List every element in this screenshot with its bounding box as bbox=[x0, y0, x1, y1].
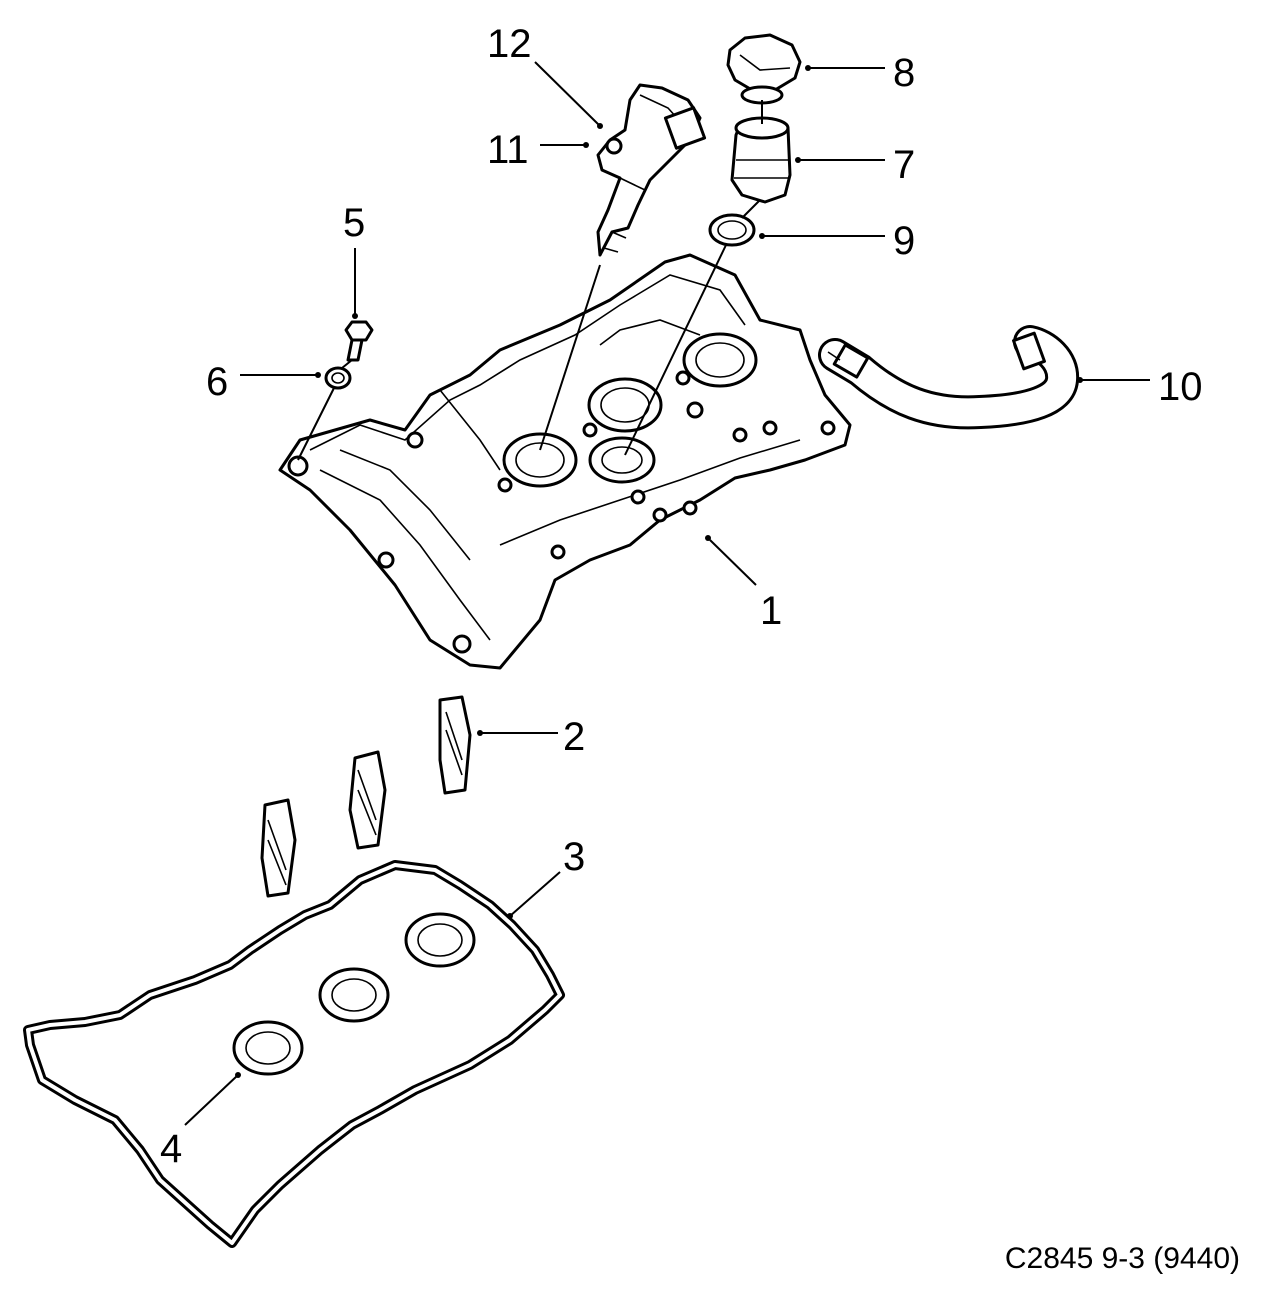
callout-12: 12 bbox=[487, 22, 532, 66]
callout-8: 8 bbox=[893, 51, 915, 95]
grommet bbox=[324, 366, 352, 390]
plug-well-seal-1 bbox=[232, 1020, 304, 1076]
callout-5: 5 bbox=[343, 201, 365, 245]
oil-filler-neck bbox=[730, 116, 792, 204]
callout-4: 4 bbox=[160, 1127, 182, 1171]
seal-strip-3 bbox=[260, 798, 297, 898]
bolt bbox=[344, 320, 374, 362]
seal-strip-2 bbox=[348, 750, 387, 850]
oil-filler-cap bbox=[726, 33, 802, 105]
alignment-lines bbox=[297, 100, 763, 461]
callout-3: 3 bbox=[563, 835, 585, 879]
callout-7: 7 bbox=[893, 143, 915, 187]
callout-2: 2 bbox=[563, 715, 585, 759]
breather-hose bbox=[818, 325, 1079, 430]
callout-11: 11 bbox=[487, 128, 529, 172]
callout-6: 6 bbox=[206, 360, 228, 404]
callout-9: 9 bbox=[893, 219, 915, 263]
ignition-coil bbox=[596, 83, 707, 257]
leader-lines bbox=[184, 61, 1150, 1126]
callout-1: 1 bbox=[760, 589, 782, 633]
seal-strip-1 bbox=[438, 695, 472, 795]
cover-gasket bbox=[23, 860, 565, 1248]
figure-reference: C2845 9-3 (9440) bbox=[1005, 1242, 1240, 1275]
plug-well-seal-2 bbox=[318, 967, 390, 1023]
o-ring bbox=[708, 213, 756, 247]
callout-10: 10 bbox=[1158, 365, 1203, 409]
plug-well-seal-3 bbox=[404, 912, 476, 968]
callout-labels: 1 2 3 4 5 6 7 8 9 10 11 12 bbox=[160, 22, 1203, 1171]
